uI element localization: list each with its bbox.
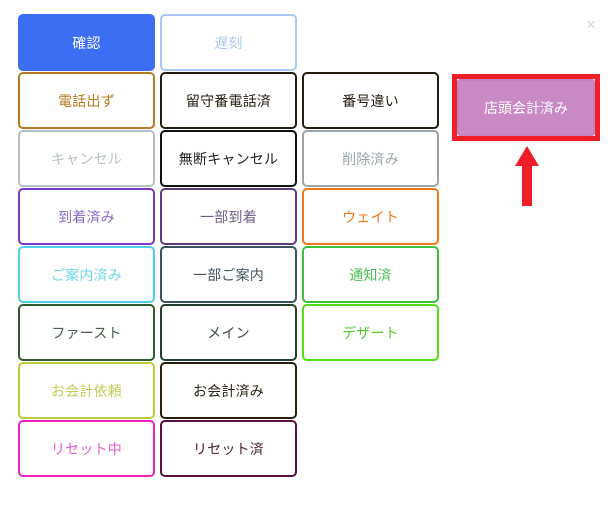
- status-button-paid-at-counter[interactable]: 店頭会計済み: [457, 79, 595, 136]
- status-button-seated[interactable]: ご案内済み: [18, 246, 155, 303]
- empty-grid-cell: [302, 14, 439, 71]
- status-button-row: リセット中リセット済: [18, 420, 448, 477]
- status-button-row: キャンセル無断キャンセル削除済み: [18, 130, 448, 187]
- status-button-no-answer[interactable]: 電話出ず: [18, 72, 155, 129]
- status-button-row: ファーストメインデザート: [18, 304, 448, 361]
- status-button-row: 確認遅刻: [18, 14, 448, 71]
- status-button-voicemail-left[interactable]: 留守番電話済: [160, 72, 297, 129]
- status-button-cancel[interactable]: キャンセル: [18, 130, 155, 187]
- status-button-row: 到着済み一部到着ウェイト: [18, 188, 448, 245]
- close-icon[interactable]: ×: [586, 15, 596, 34]
- status-button-no-show[interactable]: 無断キャンセル: [160, 130, 297, 187]
- status-button-bill-paid[interactable]: お会計済み: [160, 362, 297, 419]
- status-button-arrived[interactable]: 到着済み: [18, 188, 155, 245]
- status-button-grid: 確認遅刻電話出ず留守番電話済番号違いキャンセル無断キャンセル削除済み到着済み一部…: [18, 14, 448, 478]
- status-button-reset-done[interactable]: リセット済: [160, 420, 297, 477]
- status-button-row: 電話出ず留守番電話済番号違い: [18, 72, 448, 129]
- status-button-partially-seated[interactable]: 一部ご案内: [160, 246, 297, 303]
- arrow-up-icon: [514, 146, 540, 206]
- status-button-row: ご案内済み一部ご案内通知済: [18, 246, 448, 303]
- status-button-deleted[interactable]: 削除済み: [302, 130, 439, 187]
- empty-grid-cell: [302, 362, 439, 419]
- status-button-main-course[interactable]: メイン: [160, 304, 297, 361]
- status-button-late[interactable]: 遅刻: [160, 14, 297, 71]
- status-button-bill-requested[interactable]: お会計依頼: [18, 362, 155, 419]
- status-button-notified[interactable]: 通知済: [302, 246, 439, 303]
- status-button-partially-arrived[interactable]: 一部到着: [160, 188, 297, 245]
- status-button-wait[interactable]: ウェイト: [302, 188, 439, 245]
- status-button-row: お会計依頼お会計済み: [18, 362, 448, 419]
- annotation-highlight-box: [452, 74, 600, 141]
- status-button-dessert[interactable]: デザート: [302, 304, 439, 361]
- status-button-confirm[interactable]: 確認: [18, 14, 155, 71]
- empty-grid-cell: [302, 420, 439, 477]
- status-button-resetting[interactable]: リセット中: [18, 420, 155, 477]
- status-button-first-course[interactable]: ファースト: [18, 304, 155, 361]
- status-button-wrong-number[interactable]: 番号違い: [302, 72, 439, 129]
